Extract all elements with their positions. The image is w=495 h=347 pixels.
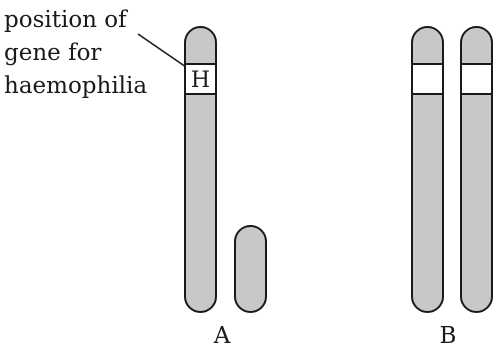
annotation-line-1: position of [4,7,128,33]
annotation-line-2: gene for [4,40,101,66]
y-chromosome-a [234,225,267,313]
label-b: B [440,323,457,347]
label-a: A [213,323,231,347]
x-chromosome-b-right [460,26,493,313]
x-chromosome-b-left [411,26,444,313]
annotation-line-3: haemophilia [4,73,147,99]
gene-marker-h: H [191,68,210,93]
chromosome-group-b [411,26,493,313]
chromosome-group-a: H [184,26,267,313]
gene-band-a [184,63,217,95]
x-chromosome-a [184,26,217,313]
gene-band-b-right [460,63,493,95]
annotation-pointer-line [137,33,187,68]
gene-band-b-left [411,63,444,95]
